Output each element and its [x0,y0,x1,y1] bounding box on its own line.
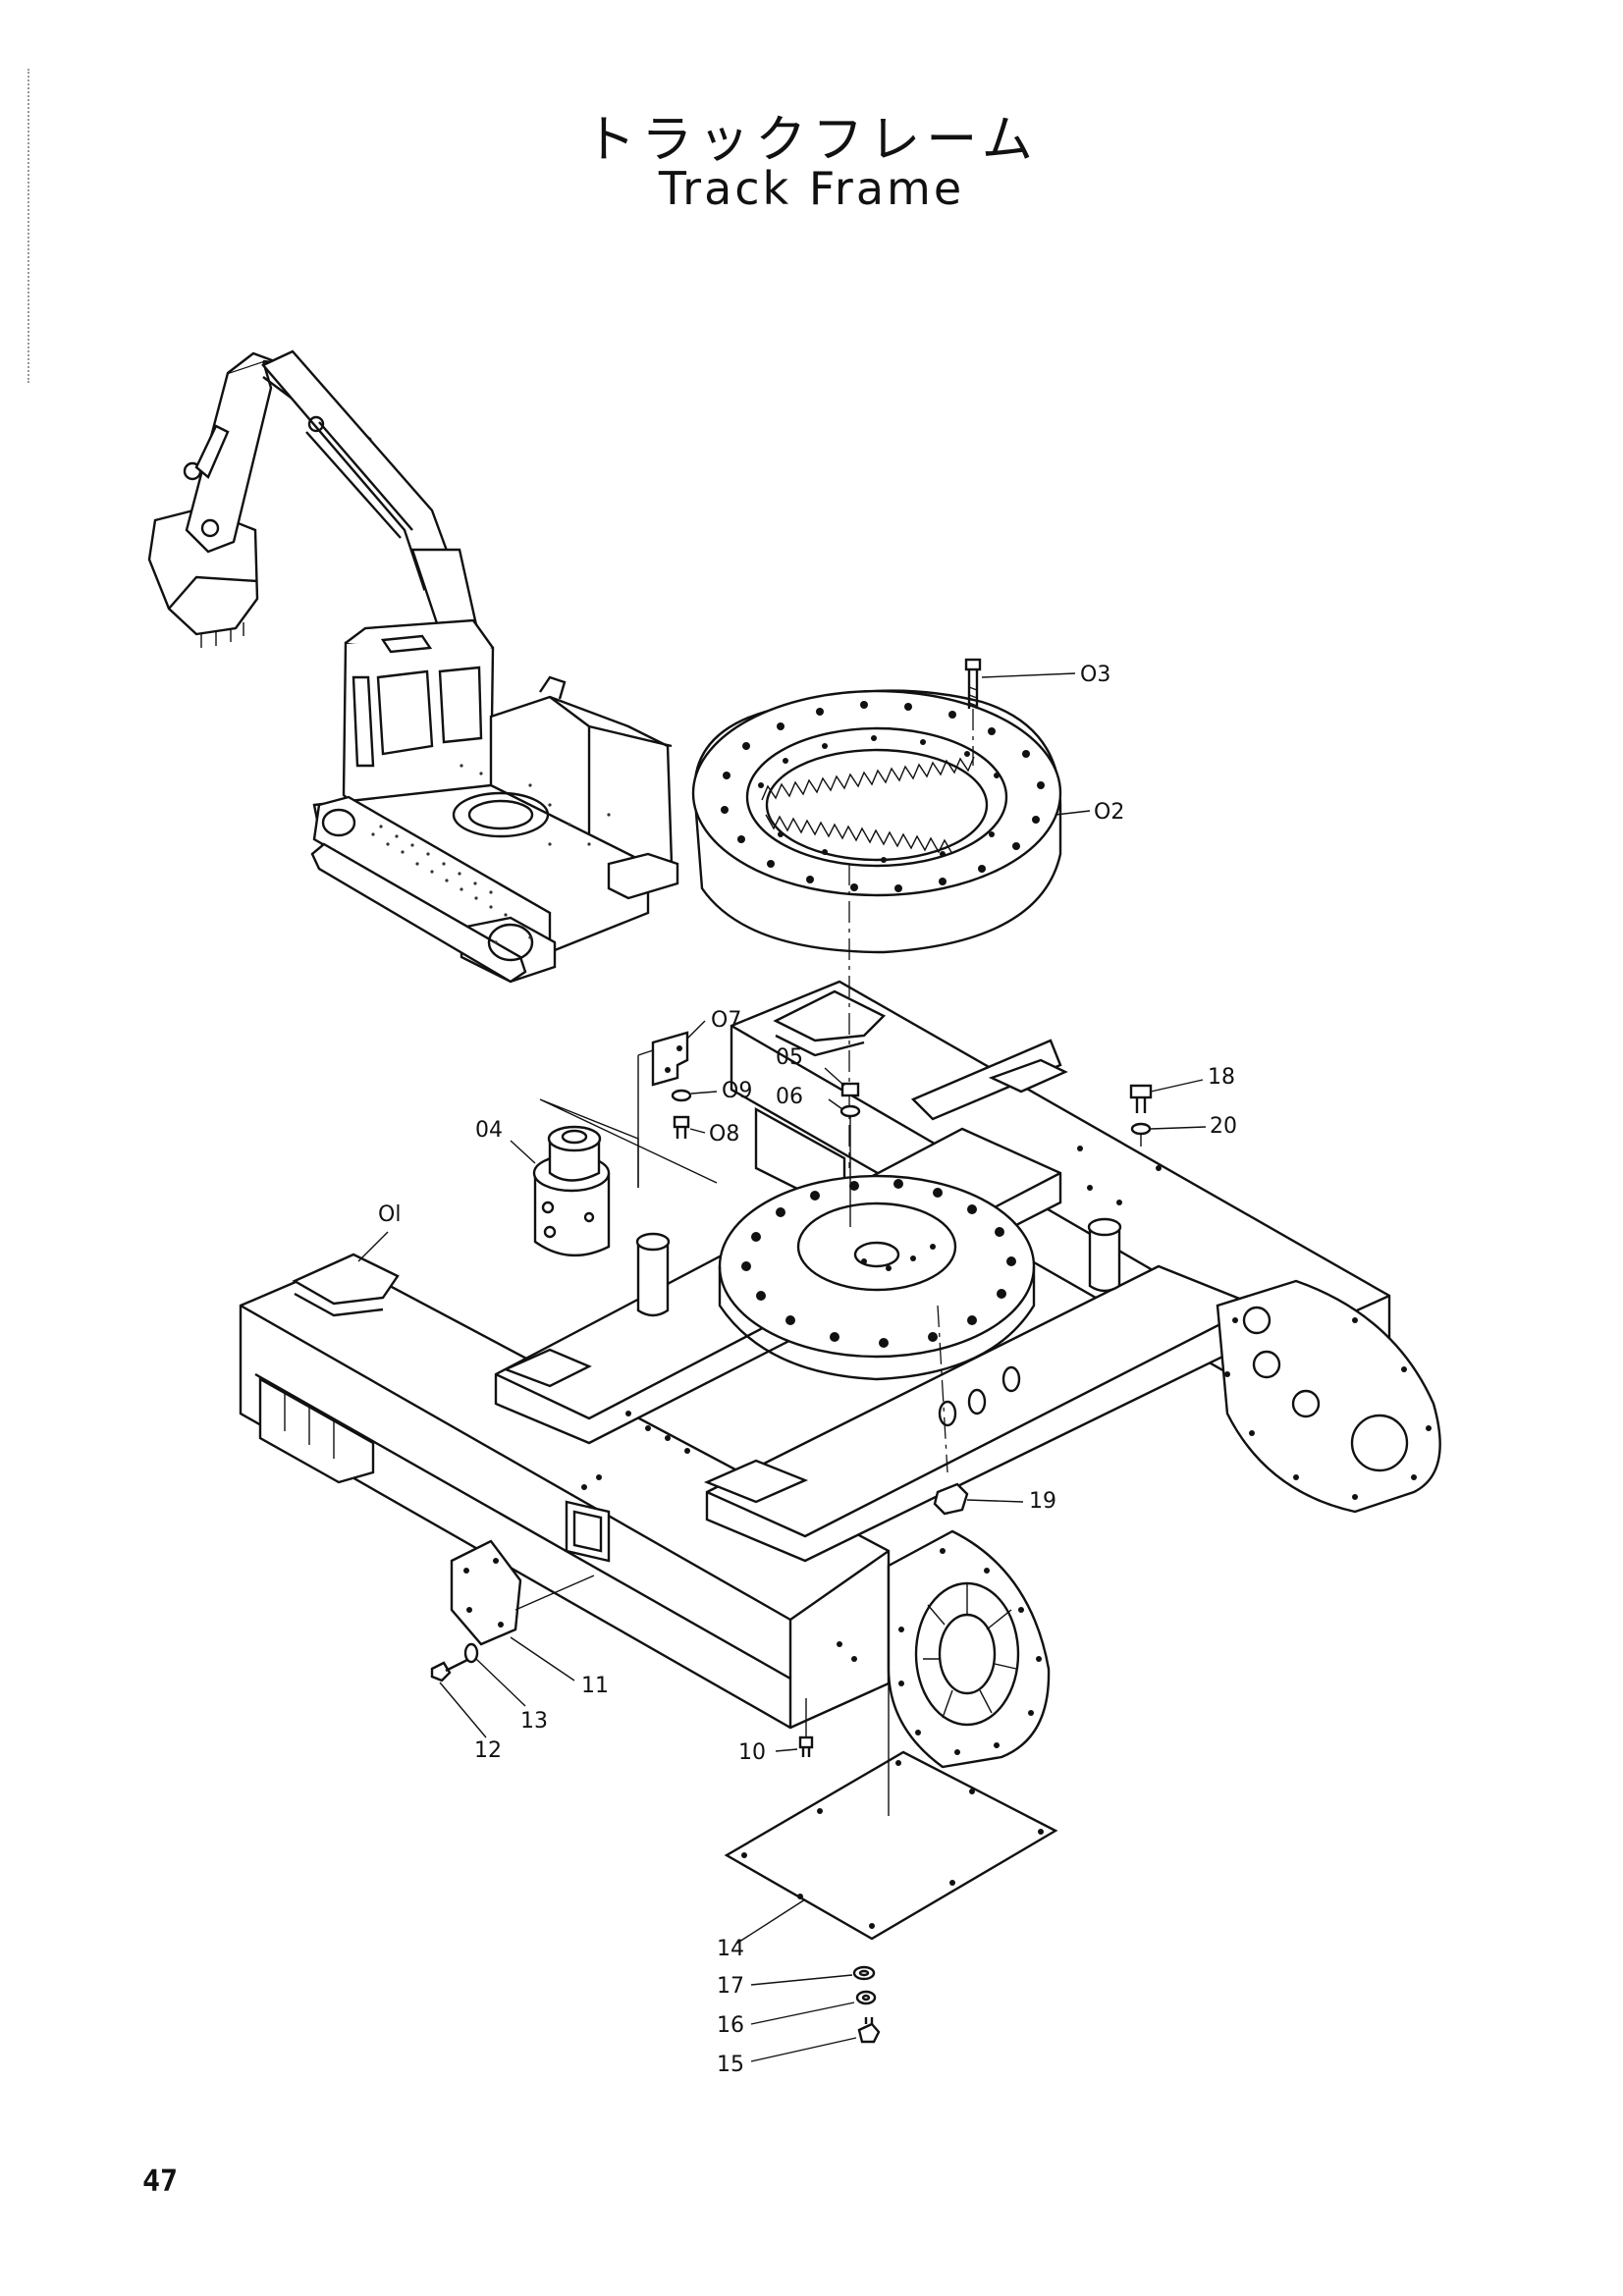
cover-11 [450,1539,595,1682]
callout-02: O2 [1094,800,1124,825]
bolt-10 [775,1698,814,1757]
frame-texture [371,764,611,944]
callout-12: 12 [474,1738,502,1763]
callout-16: 16 [717,2013,744,2038]
callout-15: 15 [717,2053,744,2077]
callout-09: O9 [722,1079,752,1103]
callout-04: 04 [475,1118,503,1143]
bracket-07 [637,1020,706,1188]
callout-05: 05 [776,1045,803,1070]
page-number: 47 [142,2164,179,2199]
bolt-05 [824,1067,860,1097]
callout-19: 19 [1029,1489,1056,1514]
cover-plate-14 [724,1659,1058,1945]
callout-10: 10 [738,1740,766,1765]
leader-01 [357,1231,389,1262]
callout-07: O7 [711,1008,741,1033]
washer-20 [1130,1122,1207,1147]
callout-18: 18 [1208,1065,1235,1090]
washer-13 [463,1642,526,1707]
washer-16 [750,1990,877,2025]
callout-13: 13 [520,1709,548,1734]
washer-09 [671,1089,718,1102]
washer-17 [750,1965,876,1986]
callout-11: 11 [581,1674,609,1698]
callout-14: 14 [717,1937,744,1961]
page-title-japanese: トラックフレーム [584,111,1039,170]
callout-08: O8 [709,1122,739,1147]
callout-01: Ol [378,1202,401,1227]
bolt-08 [673,1115,706,1139]
bolt-12 [430,1657,487,1738]
swing-bearing [691,689,1062,954]
callout-03: O3 [1080,663,1110,687]
bolt-03 [964,658,1076,766]
leader-04 [510,1140,536,1164]
callout-06: 06 [776,1085,803,1109]
bolt-15 [750,2017,881,2062]
excavator-illustration [147,349,679,984]
swivel-joint [532,1098,718,1256]
leader-02 [1055,810,1091,816]
bolt19-line [937,1305,948,1473]
binding-edge-marks [27,69,31,383]
callout-20: 20 [1210,1114,1237,1139]
washer-06 [828,1098,861,1227]
track-frame [239,980,1441,1769]
callout-17: 17 [717,1974,744,1999]
nut-19 [933,1482,1024,1516]
bolt-18 [1129,1079,1204,1113]
page-title-english: Track Frame [658,162,965,215]
